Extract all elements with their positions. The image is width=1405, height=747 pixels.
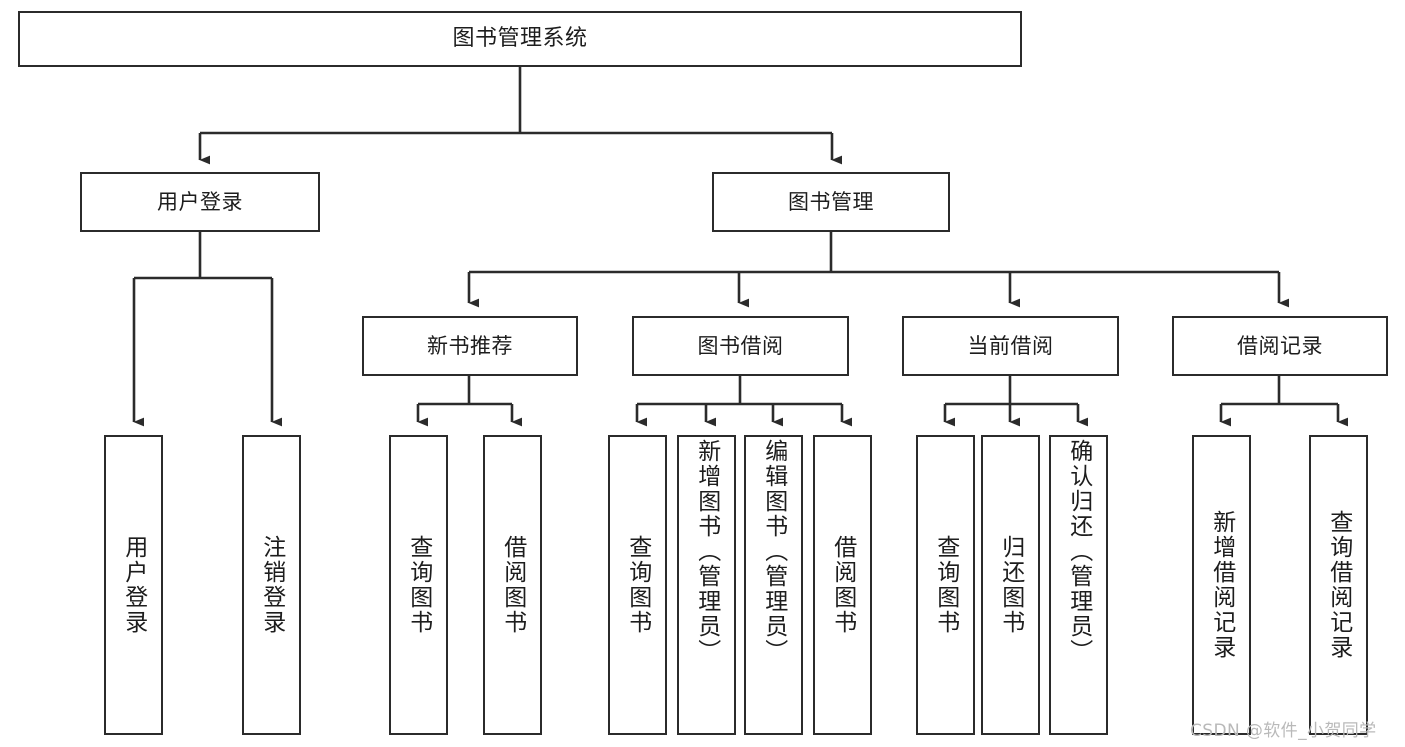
node-label: 图书管理 (788, 189, 874, 214)
leaf-label: 查询图书 (405, 535, 432, 635)
node-label: 图书管理系统 (452, 26, 588, 52)
leaf-borrow-query-book[interactable]: 查询图书 (608, 435, 667, 735)
node-label: 用户登录 (157, 189, 243, 214)
node-user-login[interactable]: 用户登录 (80, 172, 320, 232)
leaf-label: 借阅图书 (499, 535, 526, 635)
leaf-label: 编辑图书（管理员） (760, 439, 787, 664)
leaf-label: 用户登录 (120, 535, 147, 635)
node-label: 借阅记录 (1237, 333, 1323, 358)
leaf-borrow-borrow-book[interactable]: 借阅图书 (813, 435, 872, 735)
node-root-system[interactable]: 图书管理系统 (18, 11, 1022, 67)
leaf-borrow-add-book-admin[interactable]: 新增图书（管理员） (677, 435, 736, 735)
leaf-recommend-borrow-book[interactable]: 借阅图书 (483, 435, 542, 735)
node-new-book-recommend[interactable]: 新书推荐 (362, 316, 578, 376)
leaf-user-login[interactable]: 用户登录 (104, 435, 163, 735)
leaf-current-return-book[interactable]: 归还图书 (981, 435, 1040, 735)
node-current-borrow[interactable]: 当前借阅 (902, 316, 1119, 376)
leaf-label: 确认归还（管理员） (1065, 439, 1092, 664)
leaf-current-query-book[interactable]: 查询图书 (916, 435, 975, 735)
leaf-user-logout[interactable]: 注销登录 (242, 435, 301, 735)
node-book-borrow[interactable]: 图书借阅 (632, 316, 849, 376)
leaf-record-query-record[interactable]: 查询借阅记录 (1309, 435, 1368, 735)
leaf-label: 新增图书（管理员） (693, 439, 720, 664)
leaf-label: 查询图书 (624, 535, 651, 635)
leaf-borrow-edit-book-admin[interactable]: 编辑图书（管理员） (744, 435, 803, 735)
leaf-recommend-query-book[interactable]: 查询图书 (389, 435, 448, 735)
leaf-record-add-record[interactable]: 新增借阅记录 (1192, 435, 1251, 735)
leaf-label: 注销登录 (258, 535, 285, 635)
leaf-label: 归还图书 (997, 535, 1024, 635)
node-label: 图书借阅 (697, 333, 784, 358)
leaf-current-confirm-return-admin[interactable]: 确认归还（管理员） (1049, 435, 1108, 735)
node-book-management[interactable]: 图书管理 (712, 172, 950, 232)
leaf-label: 借阅图书 (829, 535, 856, 635)
leaf-label: 查询借阅记录 (1325, 510, 1352, 660)
node-label: 新书推荐 (427, 333, 513, 358)
watermark-text: CSDN @软件_小贺同学 (1190, 721, 1377, 741)
node-borrow-record[interactable]: 借阅记录 (1172, 316, 1388, 376)
leaf-label: 查询图书 (932, 535, 959, 635)
leaf-label: 新增借阅记录 (1208, 510, 1235, 660)
node-label: 当前借阅 (967, 333, 1054, 358)
